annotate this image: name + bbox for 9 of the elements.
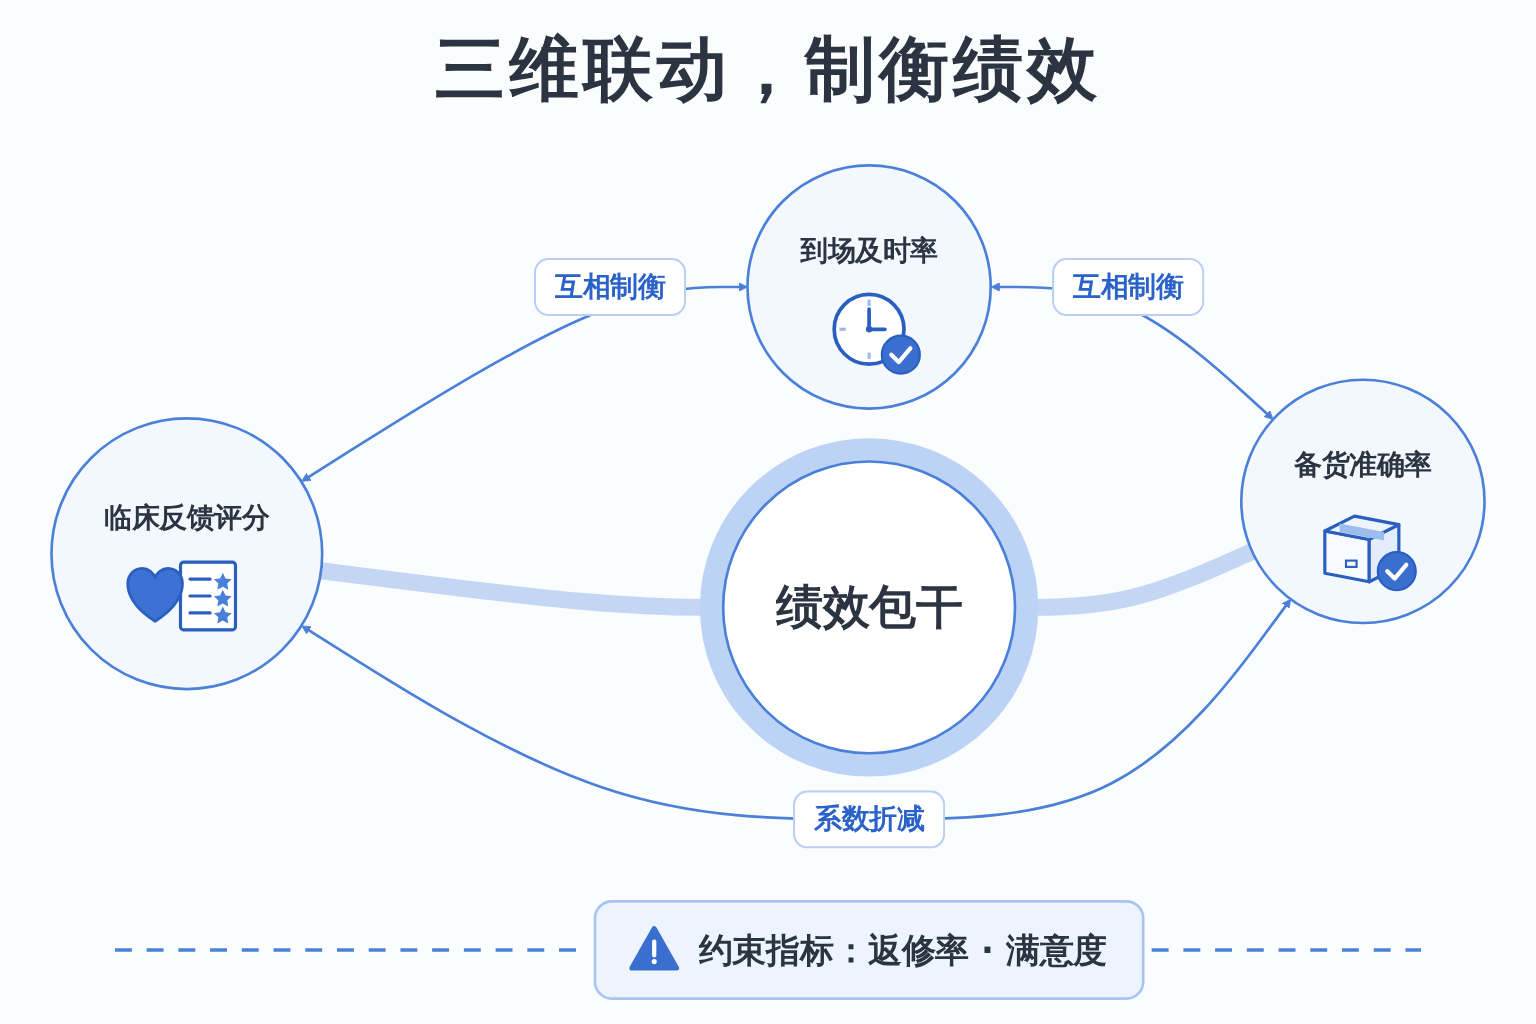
node-box: 约束指标：返修率 · 满意度: [593, 900, 1145, 1000]
title: 三维联动，制衡绩效: [435, 27, 1101, 112]
node-circle: 绩效包干: [699, 438, 1039, 777]
node-circle: 临床反馈评分: [50, 417, 324, 691]
node-circle: 到场及时率: [746, 164, 993, 410]
edge-label: 互相制衡: [555, 270, 666, 303]
edge-label: 系数折减: [814, 803, 925, 835]
node-circle: 备货准确率: [1240, 378, 1486, 625]
edge-label: 互相制衡: [1073, 270, 1184, 303]
